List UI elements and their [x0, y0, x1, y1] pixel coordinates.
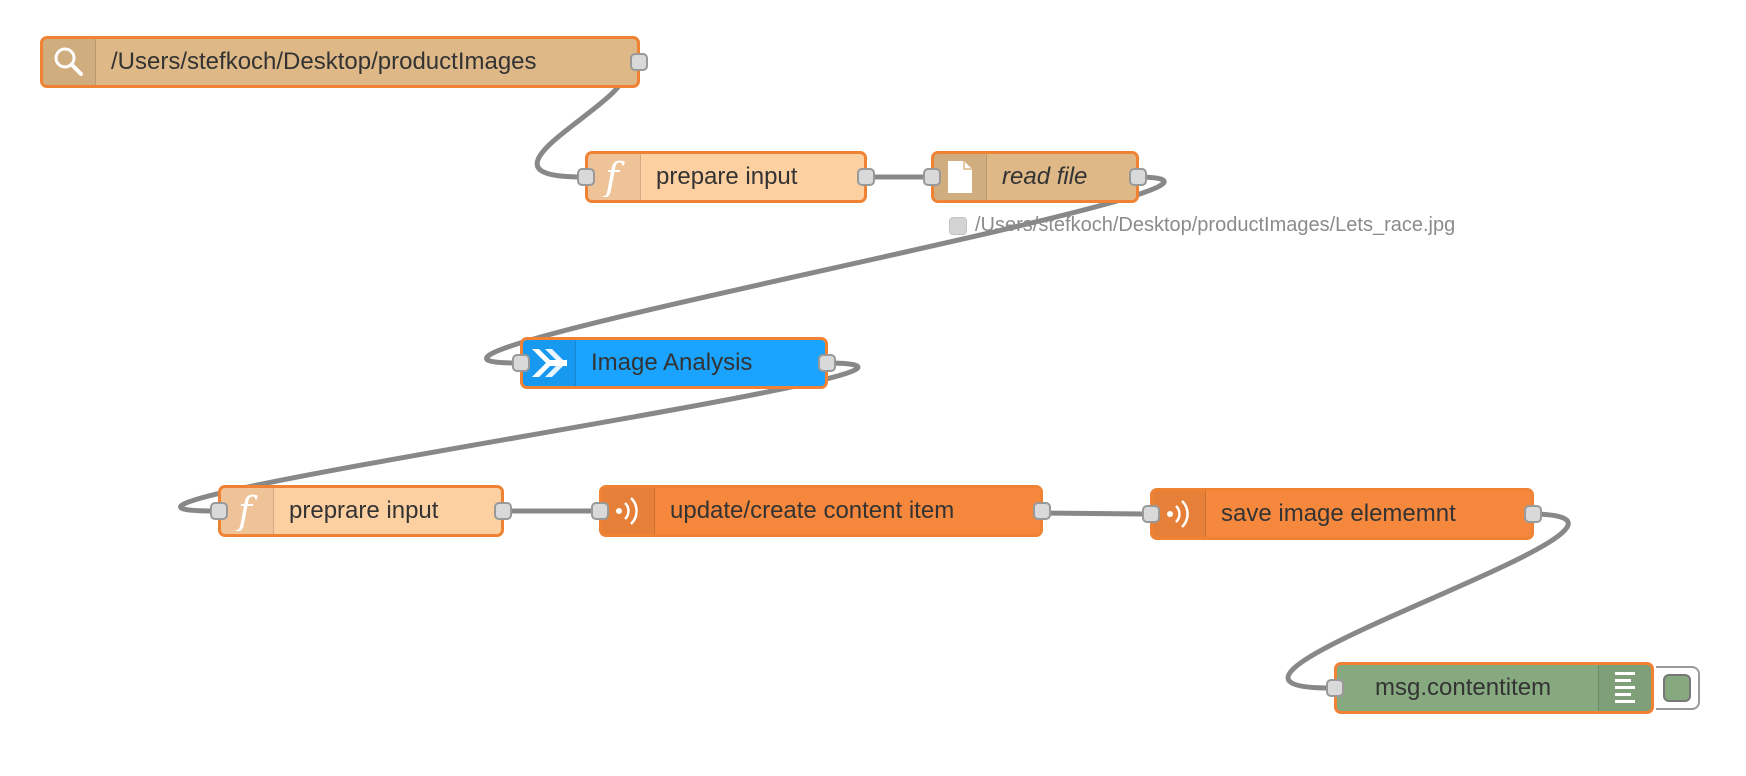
input-port[interactable] — [210, 502, 228, 520]
broadcast-icon — [602, 488, 655, 534]
output-port[interactable] — [857, 168, 875, 186]
output-port[interactable] — [1524, 505, 1542, 523]
function-icon: f — [588, 154, 641, 200]
svg-text:f: f — [235, 491, 258, 531]
wire-read-file-to-image-analysis[interactable] — [484, 174, 1167, 366]
node-label: /Users/stefkoch/Desktop/productImages — [111, 48, 537, 75]
node-prepare-input[interactable]: f prepare input — [577, 151, 875, 203]
input-port[interactable] — [577, 168, 595, 186]
status-text: /Users/stefkoch/Desktop/productImages/Le… — [975, 214, 1456, 236]
input-port[interactable] — [923, 168, 941, 186]
search-icon — [43, 39, 96, 85]
node-label: msg.contentitem — [1375, 674, 1552, 701]
output-port[interactable] — [818, 354, 836, 372]
node-label: preprare input — [289, 497, 439, 524]
output-port[interactable] — [494, 502, 512, 520]
node-read-file[interactable]: read file — [923, 151, 1147, 203]
list-icon — [1598, 665, 1651, 711]
node-label: save image elememnt — [1221, 500, 1456, 527]
node-watch[interactable]: /Users/stefkoch/Desktop/productImages — [40, 36, 648, 88]
input-port[interactable] — [591, 502, 609, 520]
svg-text:f: f — [602, 157, 625, 197]
node-preprare-input[interactable]: f preprare input — [210, 485, 512, 537]
wire-update-content-to-save-image[interactable] — [1036, 510, 1149, 517]
node-label: Image Analysis — [591, 349, 753, 376]
debug-toggle-indicator — [1663, 674, 1691, 702]
node-update-create-content-item[interactable]: update/create content item — [591, 485, 1051, 537]
debug-toggle-button[interactable] — [1656, 666, 1700, 710]
output-port[interactable] — [1033, 502, 1051, 520]
input-port[interactable] — [512, 354, 530, 372]
input-port[interactable] — [1142, 505, 1160, 523]
function-icon: f — [221, 488, 274, 534]
node-label: prepare input — [656, 163, 798, 190]
file-icon — [934, 154, 987, 200]
node-debug-msg-contentitem[interactable]: msg.contentitem — [1326, 662, 1654, 714]
output-port[interactable] — [630, 53, 648, 71]
node-image-analysis[interactable]: Image Analysis — [512, 337, 836, 389]
node-save-image-element[interactable]: save image elememnt — [1142, 488, 1542, 540]
input-port[interactable] — [1326, 679, 1344, 697]
status-dot — [949, 216, 967, 235]
broadcast-icon — [1153, 491, 1206, 537]
image-analysis-icon — [523, 340, 576, 386]
output-port[interactable] — [1129, 168, 1147, 186]
node-status: /Users/stefkoch/Desktop/productImages/Le… — [949, 214, 1455, 237]
node-label: read file — [1002, 163, 1088, 190]
node-label: update/create content item — [670, 497, 955, 524]
